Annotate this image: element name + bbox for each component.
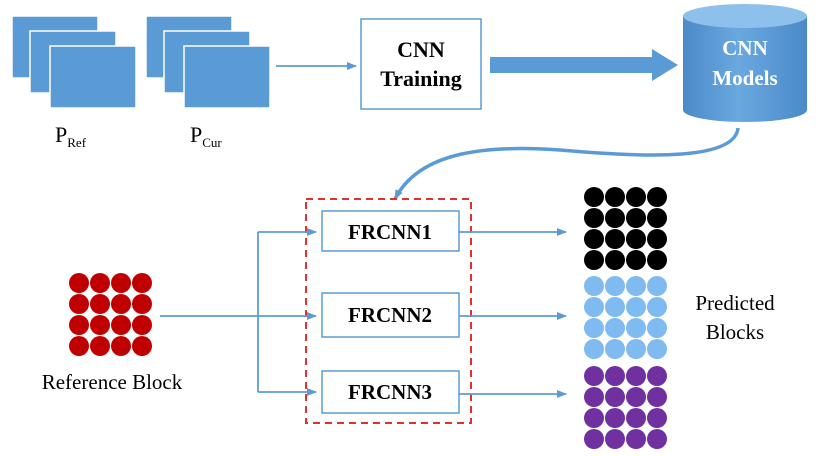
predicted-block-cell (626, 297, 646, 317)
output-arrows (459, 228, 567, 398)
predicted-block-cell (647, 250, 667, 270)
predicted-block-cell (605, 366, 625, 386)
predicted-block-cell (626, 339, 646, 359)
reference-block-cell (111, 273, 131, 293)
predicted-block-cell (584, 208, 604, 228)
reference-block-cell (69, 315, 89, 335)
predicted-block-cell (605, 429, 625, 449)
predicted-block-cell (626, 229, 646, 249)
frcnn1-box (321, 210, 460, 252)
predicted-block-cell (605, 339, 625, 359)
frcnn-group-dashed-border (305, 198, 472, 424)
predicted-block-cell (626, 429, 646, 449)
predicted-block-cell (584, 276, 604, 296)
reference-block-grid (69, 273, 152, 356)
p-cur-label: PCur (190, 122, 222, 150)
predicted-blocks-line2: Blocks (706, 320, 764, 344)
reference-block-cell (69, 273, 89, 293)
reference-block-cell (132, 315, 152, 335)
predicted-block-cell (584, 250, 604, 270)
reference-block-cell (69, 336, 89, 356)
predicted-block-cell (626, 366, 646, 386)
branch-arrows (160, 228, 317, 396)
predicted-block-cell (584, 339, 604, 359)
predicted-block-cell (626, 318, 646, 338)
cnn-training-line1: CNN (397, 37, 445, 62)
reference-block-cell (132, 336, 152, 356)
cnn-models-cylinder (683, 4, 807, 122)
predicted-block-cell (647, 318, 667, 338)
reference-block-cell (111, 336, 131, 356)
predicted-block-cell (605, 297, 625, 317)
predicted-block-cell (626, 208, 646, 228)
reference-block-label: Reference Block (42, 370, 183, 394)
frcnn2-box (321, 292, 460, 338)
predicted-block-cell (605, 408, 625, 428)
predicted-block-cell (584, 408, 604, 428)
reference-block-cell (90, 336, 110, 356)
predicted-block-cell (647, 187, 667, 207)
thick-arrow-training-to-models (490, 49, 678, 81)
p-cur-frames (145, 15, 271, 109)
predicted-block-cell (605, 187, 625, 207)
predicted-block-cell (647, 229, 667, 249)
reference-block-cell (69, 294, 89, 314)
predicted-block-cell (626, 387, 646, 407)
p-ref-label: PRef (55, 122, 87, 150)
cnn-training-line2: Training (380, 66, 462, 91)
frcnn3-box (321, 370, 460, 414)
predicted-block-cell (605, 387, 625, 407)
frcnn3-label: FRCNN3 (348, 380, 432, 404)
predicted-block-2 (584, 276, 667, 359)
predicted-block-cell (605, 318, 625, 338)
predicted-block-cell (647, 387, 667, 407)
predicted-block-cell (584, 366, 604, 386)
reference-block-cell (90, 273, 110, 293)
predicted-block-cell (647, 408, 667, 428)
frcnn1-label: FRCNN1 (348, 220, 432, 244)
predicted-block-cell (584, 387, 604, 407)
predicted-block-cell (584, 318, 604, 338)
predicted-block-3 (584, 366, 667, 449)
predicted-block-1 (584, 187, 667, 270)
predicted-block-cell (647, 339, 667, 359)
frcnn2-label: FRCNN2 (348, 303, 432, 327)
reference-block-cell (111, 294, 131, 314)
reference-block-cell (111, 315, 131, 335)
predicted-block-cell (647, 208, 667, 228)
predicted-block-cell (626, 250, 646, 270)
cnn-models-line2: Models (712, 66, 777, 90)
predicted-block-cell (584, 229, 604, 249)
predicted-block-cell (626, 187, 646, 207)
predicted-blocks-line1: Predicted (695, 291, 775, 315)
reference-block-cell (90, 315, 110, 335)
predicted-block-cell (605, 208, 625, 228)
reference-block-cell (132, 294, 152, 314)
p-ref-frames (11, 15, 137, 109)
predicted-block-cell (626, 408, 646, 428)
predicted-block-cell (584, 187, 604, 207)
predicted-block-cell (584, 297, 604, 317)
cnn-models-line1: CNN (722, 36, 768, 60)
predicted-block-cell (647, 429, 667, 449)
predicted-block-cell (647, 366, 667, 386)
reference-block-cell (90, 294, 110, 314)
predicted-block-cell (626, 276, 646, 296)
predicted-block-cell (647, 276, 667, 296)
reference-block-cell (132, 273, 152, 293)
predicted-block-cell (584, 429, 604, 449)
predicted-block-cell (605, 229, 625, 249)
predicted-block-cell (647, 297, 667, 317)
curved-arrow-models-to-frcnn (393, 127, 740, 200)
predicted-block-cell (605, 276, 625, 296)
cnn-training-box (360, 18, 482, 110)
predicted-block-cell (605, 250, 625, 270)
